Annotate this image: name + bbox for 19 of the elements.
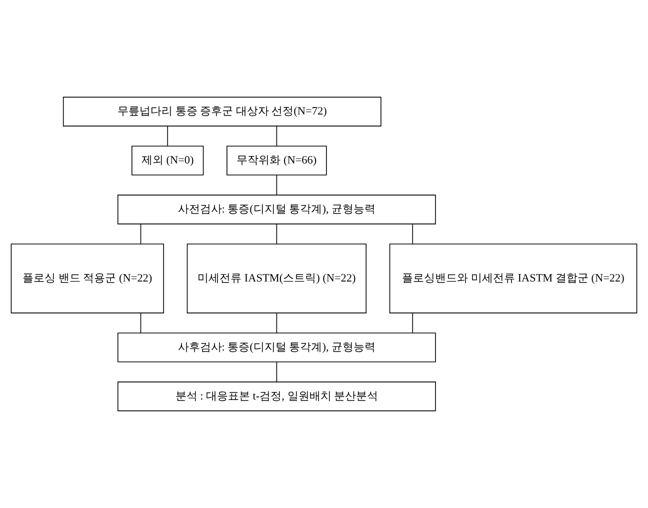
connector [276, 224, 278, 244]
connector [276, 174, 278, 196]
node-box: 제외 (N=0) [132, 146, 204, 176]
node-box: 플로싱밴드와 미세전류 IASTM 결합군 (N=22) [389, 244, 638, 314]
connector [140, 312, 142, 334]
connector [276, 312, 278, 334]
connector [276, 362, 278, 382]
node-box: 무작위화 (N=66) [226, 146, 327, 176]
node-box: 미세전류 IASTM(스트릭) (N=22) [186, 244, 366, 314]
node-box: 무릎넙다리 통증 증후군 대상자 선정(N=72) [62, 96, 382, 126]
connector [167, 126, 168, 146]
node-box: 분석 : 대응표본 t-검정, 일원배치 분산분석 [117, 382, 436, 412]
connector [412, 224, 414, 244]
connector [412, 312, 414, 334]
node-box: 사후검사: 통증(디지털 통각계), 균형능력 [117, 332, 436, 362]
connector [276, 126, 278, 146]
node-box: 플로싱 밴드 적용군 (N=22) [10, 244, 164, 314]
connector [140, 224, 142, 244]
node-box: 사전검사: 통증(디지털 통각계), 균형능력 [117, 194, 436, 224]
